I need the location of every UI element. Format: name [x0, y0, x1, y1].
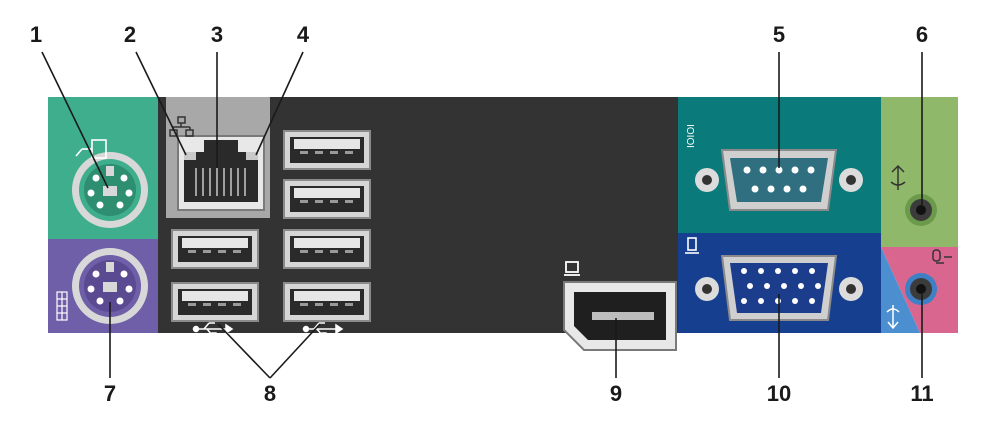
usb-port	[283, 179, 371, 219]
callout-11: 11	[910, 381, 934, 406]
displayport-connector	[563, 281, 677, 351]
callout-6: 6	[915, 22, 929, 47]
callout-4: 4	[296, 22, 310, 47]
vga-pin	[815, 283, 821, 289]
usb-ports	[171, 130, 371, 322]
callout-2: 2	[123, 22, 137, 47]
monitor-icon	[685, 237, 699, 254]
usb-port	[171, 282, 259, 322]
vga-pin	[758, 298, 764, 304]
callout-3: 3	[210, 22, 224, 47]
vga-pin	[798, 283, 804, 289]
vga-port	[695, 255, 863, 321]
callout-5: 5	[772, 22, 786, 47]
network-port	[177, 135, 265, 211]
callout-8: 8	[263, 381, 277, 406]
vga-pin	[741, 298, 747, 304]
vga-pin	[741, 268, 747, 274]
vga-pin	[758, 268, 764, 274]
serial-port	[695, 149, 863, 211]
vga-pin	[747, 283, 753, 289]
vga-pin	[781, 283, 787, 289]
leader-lines	[41, 51, 923, 379]
line-out-icon	[890, 164, 906, 190]
line-in-panel	[881, 247, 920, 333]
displayport-icon	[564, 261, 580, 276]
ps2-mouse-port	[72, 152, 148, 228]
vga-pin	[809, 268, 815, 274]
link-integrity-light	[184, 152, 196, 160]
usb-icon	[302, 322, 344, 338]
vga-pin	[792, 268, 798, 274]
microphone-icon	[932, 249, 952, 264]
line-out-jack	[905, 194, 937, 226]
keyboard-icon	[56, 291, 68, 321]
line-in-icon	[886, 305, 900, 330]
callout-10: 10	[766, 381, 792, 406]
serial-icon: IOIOI	[686, 124, 697, 148]
usb-port	[283, 130, 371, 170]
usb-port	[283, 229, 371, 269]
usb-port	[171, 229, 259, 269]
vga-pin	[792, 298, 798, 304]
callout-9: 9	[609, 381, 623, 406]
usb-port	[283, 282, 371, 322]
ps2-keyboard-port	[72, 248, 148, 324]
vga-pin	[775, 298, 781, 304]
callout-7: 7	[103, 381, 117, 406]
vga-pin	[775, 268, 781, 274]
line-in-jack	[905, 273, 937, 305]
callout-1: 1	[29, 22, 43, 47]
network-activity-light	[246, 152, 258, 160]
usb-icon	[192, 322, 234, 338]
mouse-icon	[75, 139, 107, 159]
vga-pin	[809, 298, 815, 304]
vga-pin	[764, 283, 770, 289]
